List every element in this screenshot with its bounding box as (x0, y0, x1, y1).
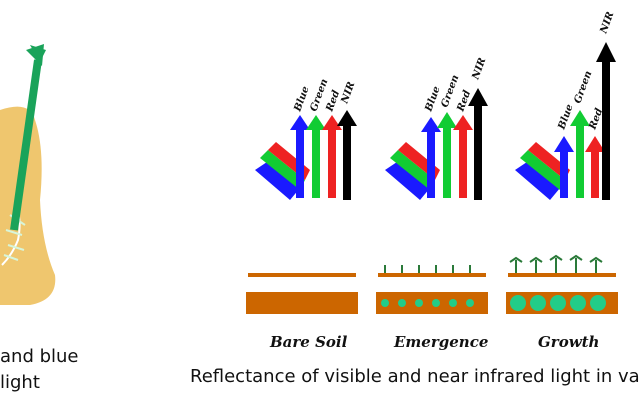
svg-text:NIR: NIR (598, 10, 616, 36)
svg-text:NIR: NIR (470, 56, 488, 82)
svg-text:NIR: NIR (339, 80, 357, 106)
arrow-group-bare-soil (255, 110, 357, 200)
emergence-seeds (381, 299, 474, 307)
arrow-group-emergence (385, 88, 488, 200)
stage-label-growth: Growth (538, 333, 600, 351)
stage-label-emergence: Emergence (394, 333, 489, 351)
caption-main: Reflectance of visible and near infrared… (190, 366, 640, 387)
soil-bare (246, 273, 358, 314)
emergence-sprouts (384, 265, 471, 273)
caption-left-line-1: and blue (0, 346, 79, 367)
svg-text:Red: Red (455, 89, 473, 114)
growth-seeds (510, 295, 606, 311)
soil-growth (506, 254, 618, 314)
stage-label-bare-soil: Bare Soil (270, 333, 348, 351)
caption-left-line-2: light (0, 372, 40, 393)
arrow-label-group-1: Blue Green Red NIR (292, 77, 357, 113)
seed-illustration (0, 44, 56, 306)
svg-text:Green: Green (572, 69, 594, 105)
soil-emergence (376, 265, 488, 314)
svg-text:Blue: Blue (423, 85, 443, 114)
svg-text:Blue: Blue (556, 103, 576, 132)
arrow-group-growth (515, 42, 616, 200)
growth-plants (509, 254, 603, 273)
